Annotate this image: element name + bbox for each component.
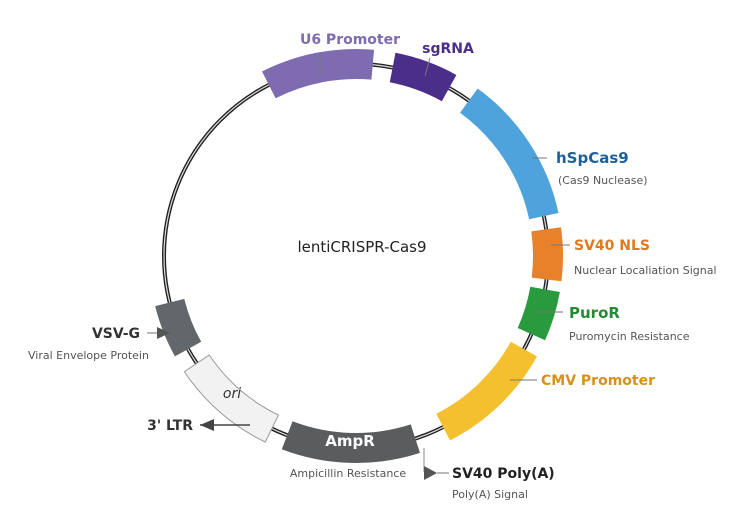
puror-sublabel: Puromycin Resistance <box>569 330 690 343</box>
u6-promoter-segment <box>262 48 375 99</box>
sgrna-segment <box>389 52 457 102</box>
plasmid-title: lentiCRISPR-Cas9 <box>297 238 426 256</box>
hspcas9-segment <box>460 88 559 220</box>
ampr-segment <box>281 421 420 463</box>
sv40-nls-segment <box>531 227 563 282</box>
vsv-g-label: VSV-G <box>92 326 140 342</box>
ampr-sublabel: Ampicillin Resistance <box>290 467 407 480</box>
sv40-polya-sublabel: Poly(A) Signal <box>452 488 528 501</box>
vsvg-arrow-icon <box>157 327 170 339</box>
hspcas9-sublabel: (Cas9 Nuclease) <box>558 174 648 187</box>
cmv-promoter-segment <box>436 341 538 441</box>
puror-label: PuroR <box>569 304 620 322</box>
sv40-nls-sublabel: Nuclear Localiation Signal <box>574 264 717 277</box>
three-ltr-arrow-icon <box>200 419 214 431</box>
polya-arrow-icon <box>424 466 437 480</box>
ampr-label: AmpR <box>325 432 375 450</box>
vsv-g-segment <box>155 298 202 357</box>
cmv-promoter-label: CMV Promoter <box>541 373 655 389</box>
sgrna-leader <box>424 57 431 77</box>
ori-label: ori <box>223 386 241 402</box>
sv40-polya-label: SV40 Poly(A) <box>452 466 555 482</box>
hspcas9-label: hSpCas9 <box>556 149 629 167</box>
puror-segment <box>517 286 560 341</box>
sv40-nls-label: SV40 NLS <box>574 238 650 254</box>
vsv-g-sublabel: Viral Envelope Protein <box>28 349 149 362</box>
sgrna-label: sgRNA <box>422 41 474 57</box>
three-ltr-label: 3' LTR <box>147 418 193 434</box>
u6-promoter-label: U6 Promoter <box>300 32 400 48</box>
